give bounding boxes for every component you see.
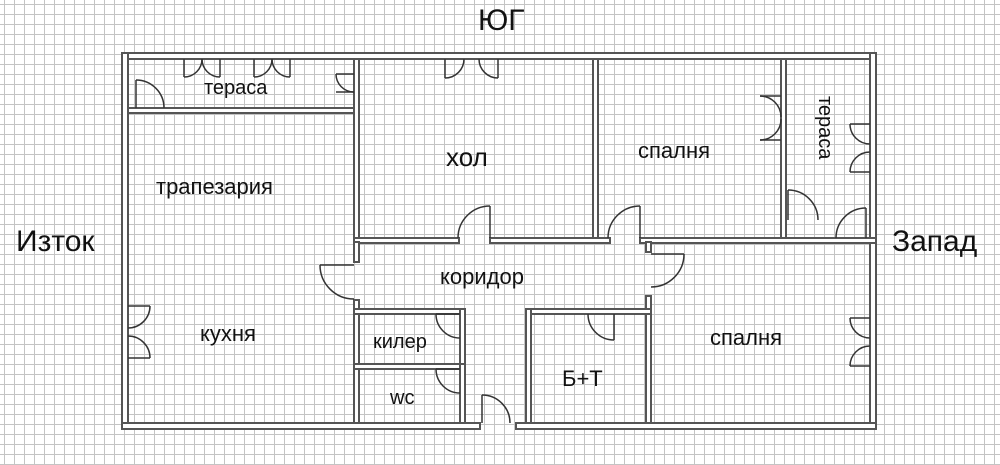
window-kitchen <box>127 305 151 359</box>
outer-wall-bottom-left <box>121 422 481 430</box>
door-terrace-right-bottom <box>787 189 867 239</box>
window-terrace-right <box>849 123 871 173</box>
outer-wall-bottom-right <box>515 422 877 430</box>
door-terrace-1 <box>183 58 221 78</box>
door-entrance <box>481 394 511 424</box>
room-label-wc: wc <box>390 387 415 409</box>
door-kitchen-corridor <box>319 264 355 300</box>
wall-corridor-right-lower <box>645 295 652 424</box>
door-hall-top <box>444 58 499 79</box>
compass-west-label: Запад <box>892 225 978 258</box>
door-pantry <box>435 313 461 339</box>
room-label-pantry: килер <box>373 331 427 353</box>
wall-wc-right <box>459 363 466 424</box>
wall-dining-hall <box>353 58 360 243</box>
wall-corridor-left-lower <box>353 299 360 424</box>
wall-bedroom-terrace <box>780 58 787 243</box>
wall-corridor-top-right <box>639 237 877 244</box>
room-label-bedroom-top: спалня <box>638 138 711 163</box>
wall-bathroom-left <box>525 308 532 424</box>
room-label-hall: хол <box>446 142 488 172</box>
wall-corridor-left-upper <box>353 241 360 263</box>
wall-corridor-top-mid <box>489 237 611 244</box>
wall-corridor-bottom-right <box>525 308 652 315</box>
door-bedroom-top <box>607 205 641 239</box>
door-wc <box>435 368 461 394</box>
room-label-bedroom-bottom: спалня <box>710 325 783 350</box>
wall-terrace-bottom <box>127 107 359 114</box>
wall-corridor-right-upper <box>645 241 652 253</box>
door-hall-bottom <box>457 205 491 239</box>
room-label-corridor: коридор <box>440 264 524 289</box>
doors <box>127 58 871 424</box>
room-label-dining: трапезария <box>156 174 273 199</box>
wall-hall-bedroom <box>592 58 599 243</box>
door-terrace-right <box>335 73 355 93</box>
outer-wall-top <box>121 52 877 60</box>
room-label-bathroom: Б+Т <box>562 366 603 391</box>
door-bathroom <box>587 313 615 341</box>
door-bedroom-terrace <box>759 95 782 141</box>
room-label-terrace-right: тераса <box>814 96 836 160</box>
door-terrace-left <box>135 79 165 109</box>
walls <box>121 52 877 430</box>
room-label-kitchen: кухня <box>200 321 256 346</box>
window-bedroom-bottom <box>849 317 871 367</box>
wall-corridor-top-left <box>353 237 460 244</box>
wall-pantry-right <box>459 308 466 370</box>
door-bedroom-bottom <box>650 253 685 288</box>
compass-south-label: ЮГ <box>478 4 525 37</box>
door-terrace-2 <box>253 58 291 78</box>
compass-east-label: Изток <box>16 225 95 258</box>
room-label-terrace-top: тераса <box>204 77 268 99</box>
